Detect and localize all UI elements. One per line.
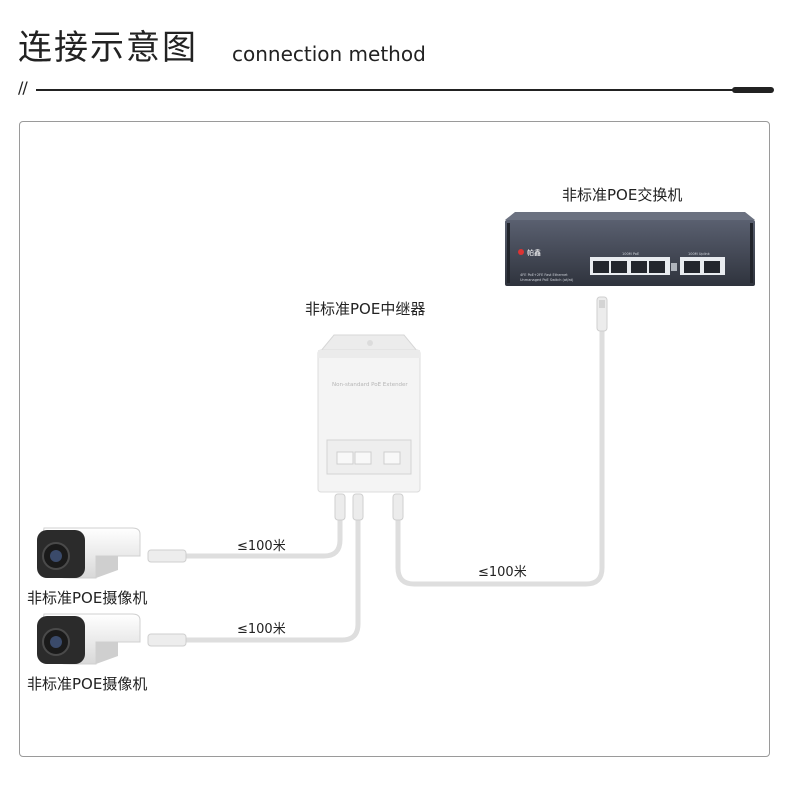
page-title: 连接示意图 bbox=[18, 28, 198, 68]
distance-camera-1: ≤100米 bbox=[237, 539, 286, 554]
switch-group-poe: 100M PoE bbox=[622, 252, 639, 256]
camera-1 bbox=[37, 527, 187, 579]
extender-panel-text: Non-standard PoE Extender bbox=[332, 382, 408, 388]
switch-panel-line2: Unmanaged PoE Switch (af/at) bbox=[520, 278, 574, 282]
header-slashes: // bbox=[18, 78, 28, 97]
switch-panel-line1: 4FE PoE+2FE Fast Ethernet bbox=[520, 273, 568, 277]
diagram-frame bbox=[19, 121, 770, 757]
poe-switch: 帕鑫 4FE PoE+2FE Fast Ethernet Unmanaged P… bbox=[505, 212, 755, 286]
header-rule-end bbox=[732, 87, 774, 93]
connector-switch bbox=[596, 296, 608, 332]
cables bbox=[182, 327, 605, 643]
camera-2 bbox=[37, 613, 187, 665]
camera-1-label: 非标准POE摄像机 bbox=[27, 589, 148, 607]
cable-camera-1 bbox=[182, 517, 343, 559]
camera-2-label: 非标准POE摄像机 bbox=[27, 675, 148, 693]
cable-switch bbox=[395, 327, 605, 587]
poe-extender: Non-standard PoE Extender bbox=[317, 334, 421, 493]
header-rule bbox=[36, 89, 736, 91]
page-subtitle: connection method bbox=[232, 42, 426, 66]
cable-camera-2 bbox=[182, 517, 361, 643]
distance-camera-2: ≤100米 bbox=[237, 622, 286, 637]
switch-brand: 帕鑫 bbox=[527, 248, 541, 257]
switch-label: 非标准POE交换机 bbox=[562, 186, 683, 204]
extender-label: 非标准POE中继器 bbox=[305, 300, 426, 318]
switch-group-uplink: 100M Uplink bbox=[688, 252, 711, 256]
connectors-extender bbox=[334, 493, 404, 521]
distance-switch: ≤100米 bbox=[478, 565, 527, 580]
